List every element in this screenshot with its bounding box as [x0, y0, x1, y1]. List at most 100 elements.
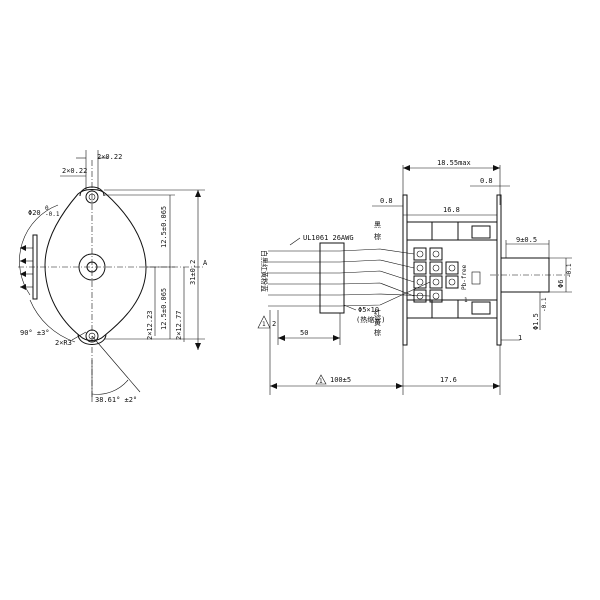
dim-lead-len: 100±5 [330, 376, 351, 384]
wire-label-bottom-2: 黄 [374, 318, 381, 327]
coil-top [431, 221, 459, 241]
bottom-hole-inner [88, 332, 96, 340]
solder-2 [416, 264, 424, 272]
wire-1 [268, 248, 415, 255]
strip-arrow-left [278, 335, 285, 341]
lead-3-arrow [20, 271, 26, 277]
dim-shaft-dia-b-tol: -0.1 [541, 297, 548, 312]
body-arrow-right [493, 383, 500, 389]
terminal-6 [429, 261, 443, 275]
coil-bottom [431, 299, 459, 319]
dim-shaft-dia-b: Φ1.5 [532, 313, 540, 330]
bottom-mounting-hole [85, 329, 99, 343]
wire-labels-left: 白黑红黄粉蓝 [260, 250, 269, 292]
dim-lower-a: 2×12.23 [146, 310, 154, 340]
solder-3 [416, 278, 424, 286]
left-flange [402, 194, 408, 346]
connector-block [32, 234, 38, 300]
angle-38-leader [91, 335, 141, 393]
dim-diameter: Φ20 [28, 209, 41, 217]
dim-diameter-tol-lower: -0.1 [45, 211, 60, 218]
bottom-mounting-tab [77, 333, 107, 345]
dim-height-upper: 12.5±0.065 [160, 206, 168, 248]
solder-7 [432, 278, 440, 286]
wire-2 [268, 259, 415, 269]
top-mounting-tab [79, 186, 105, 197]
wire-label-bottom-3: 棕 [374, 328, 381, 337]
lead-wires [268, 248, 431, 307]
wire-4 [268, 282, 415, 297]
dim-slot-top-side: 2×0.22 [62, 167, 87, 175]
terminal-7 [429, 275, 443, 289]
dim-flange-offset: 1 [518, 334, 522, 342]
cable-leader [289, 237, 301, 246]
dim-strip-len: 50 [300, 329, 308, 337]
terminal-2 [413, 261, 427, 275]
dim-shaft-length: 9±0.5 [516, 236, 537, 244]
motor-body [406, 221, 498, 319]
wire-label-top-a: 黑 [374, 221, 381, 229]
right-flange [496, 194, 502, 346]
width-arrow-left [403, 165, 410, 171]
note-flag-a-text: 1 [262, 321, 266, 328]
dim-height-lower: 12.5±0.065 [160, 288, 168, 330]
dim-overall-width: 18.55max [437, 159, 471, 167]
dim-r3: 2×R3 [55, 339, 72, 347]
dim-flange-thickness: 0.8 [380, 197, 393, 205]
overall-arrow-top [195, 190, 201, 197]
lead-2-arrow [20, 258, 26, 264]
solder-10 [448, 278, 456, 286]
dim-diameter-tol-upper: 0 [45, 205, 49, 212]
lead-1-arrow [20, 245, 26, 251]
cable-spec: UL1061 26AWG [303, 234, 354, 242]
top-mounting-hole [85, 190, 99, 204]
clip-top [471, 225, 491, 239]
dim-slot-top: 2×0.22 [97, 153, 122, 161]
terminal-10 [445, 275, 459, 289]
solder-9 [448, 264, 456, 272]
width-arrow-right [493, 165, 500, 171]
wire-6 [268, 281, 431, 307]
sleeve-name: (热缩管) [356, 315, 385, 324]
dim-angle-90: 90° ±3° [20, 329, 50, 337]
shaft [86, 261, 98, 273]
datum-label: A [203, 259, 208, 267]
shaft-boss [78, 253, 106, 281]
dim-strip: 2 [272, 320, 276, 328]
angle-90-arc [29, 299, 76, 343]
strip-arrow-right [333, 335, 340, 341]
heat-shrink-sleeve [319, 242, 345, 314]
dim-shaft-dia-a-tol: -0.1 [566, 263, 573, 278]
top-hole-inner [88, 193, 96, 201]
wire-3 [268, 270, 415, 283]
sleeve-leader [343, 304, 357, 311]
dim-body-width: 16.8 [443, 206, 460, 214]
solder-5 [432, 250, 440, 258]
wire-label-bottom-1: 红 [374, 308, 381, 317]
diameter-arc [19, 204, 59, 296]
terminal-marker [471, 271, 481, 285]
dim-angle-38: 38.61° ±2° [95, 396, 137, 404]
overall-arrow-bottom [195, 343, 201, 350]
lead-arrow-left [270, 383, 277, 389]
angle-38-arc [91, 379, 129, 395]
front-lead-arrows [20, 245, 33, 290]
dim-total-height: 31±0.2 [189, 260, 197, 285]
dim-flange-thickness-2: 0.8 [480, 177, 493, 185]
wire-5 [268, 293, 431, 297]
terminal-1 [413, 247, 427, 261]
wire-label-top-b: 棕 [374, 232, 381, 241]
r3-leader [71, 331, 87, 341]
solder-4 [416, 292, 424, 300]
dim-shaft-dia-a: Φ6 [557, 280, 565, 288]
solder-1 [416, 250, 424, 258]
sleeve-spec: Φ5×10 [358, 306, 379, 314]
motor-body-outline [44, 189, 147, 341]
terminal-3 [413, 275, 427, 289]
solder-6 [432, 264, 440, 272]
terminal-5 [429, 247, 443, 261]
terminal-num: 1 [464, 297, 468, 304]
solder-8 [432, 292, 440, 300]
note-flag-b-text: 1 [319, 378, 323, 385]
clip-bottom [471, 301, 491, 315]
